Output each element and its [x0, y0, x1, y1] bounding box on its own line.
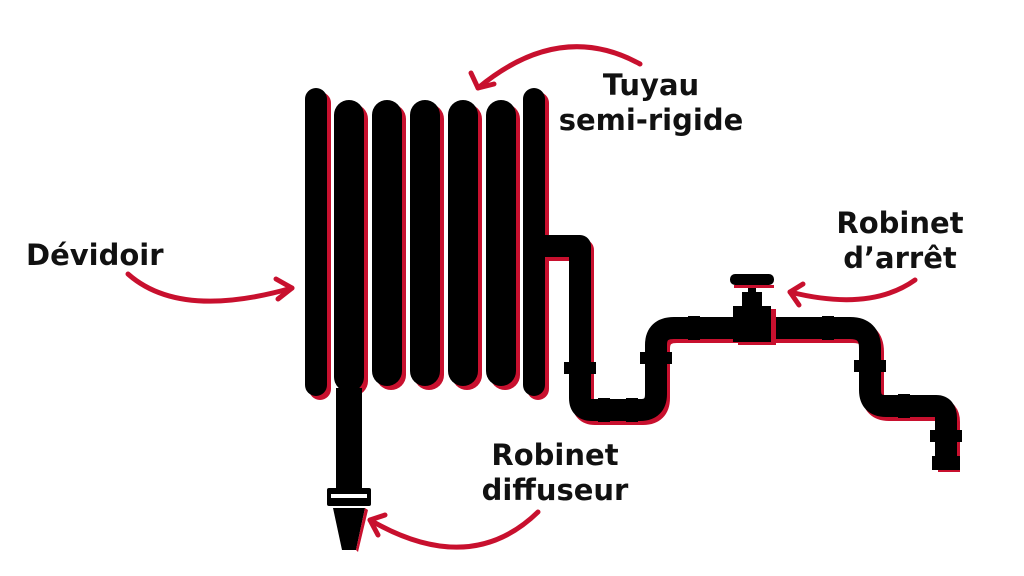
arrow-robinet-diffuseur: [367, 509, 541, 550]
hose-reel: [305, 88, 549, 400]
pipe-fitting: [898, 394, 910, 418]
pipe-fitting: [854, 360, 886, 372]
shut-off-valve: [730, 274, 776, 345]
pipe-fitting: [564, 362, 596, 374]
label-line: diffuseur: [481, 473, 629, 507]
pipe-fitting: [640, 352, 672, 364]
pipe-fitting: [822, 316, 834, 340]
hose-coil: [334, 100, 364, 392]
label-line: Tuyau: [602, 68, 700, 102]
label-robinet-diffuseur: Robinet diffuseur: [470, 438, 640, 508]
arrow-robinet-arret: [787, 277, 918, 303]
pipe-fittings: [564, 316, 962, 470]
arrow-tuyau: [475, 44, 643, 91]
label-devidoir: Dévidoir: [26, 238, 164, 272]
pipe-fitting: [930, 430, 962, 442]
hose-and-nozzle: [327, 388, 371, 552]
diffuser-nozzle: [333, 508, 365, 550]
supply-pipe: [545, 235, 960, 472]
pipe-fitting: [688, 316, 700, 340]
hose-coil: [486, 100, 516, 386]
label-line: Robinet: [491, 438, 619, 472]
reel-left-flange: [305, 88, 327, 396]
arrow-devidoir: [125, 271, 295, 304]
label-tuyau-semi-rigide: Tuyau semi-rigide: [546, 68, 756, 138]
pipe-fitting: [598, 398, 610, 422]
callout-arrows: [125, 44, 918, 550]
valve-handle: [730, 274, 774, 285]
label-line: semi-rigide: [558, 103, 744, 137]
label-line: d’arrêt: [843, 241, 957, 275]
pipe-fitting: [626, 398, 638, 422]
label-line: Robinet: [836, 206, 964, 240]
label-robinet-arret: Robinet d’arrêt: [820, 206, 980, 276]
hose-coil: [372, 100, 402, 386]
reel-right-flange: [523, 88, 545, 396]
hose-coil: [410, 100, 440, 386]
pipe-end: [932, 456, 960, 470]
hose-coil: [448, 100, 478, 386]
